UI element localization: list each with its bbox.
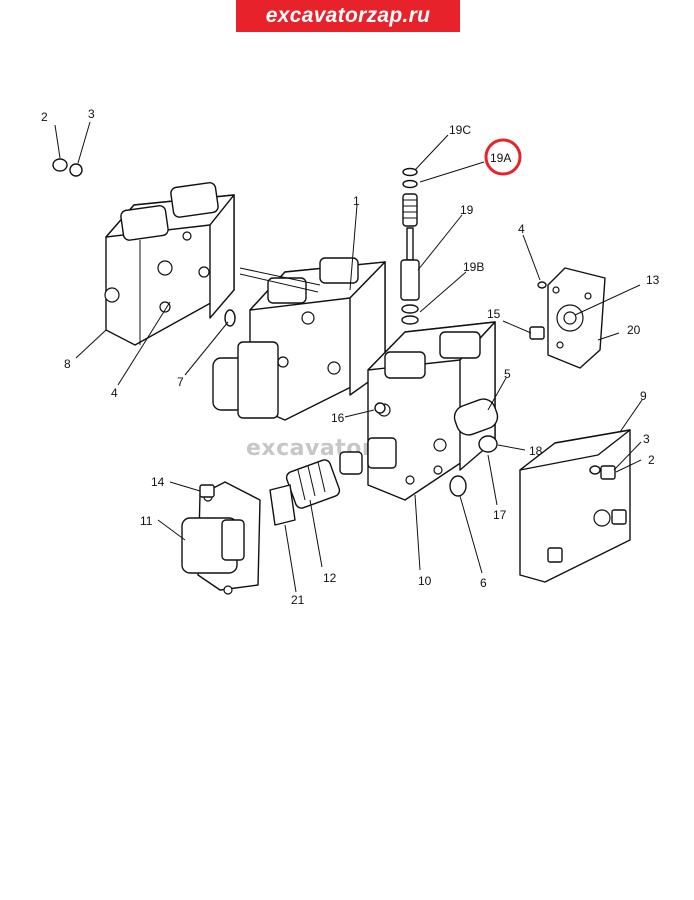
callout-13: 13 — [646, 273, 660, 287]
callout-17: 17 — [493, 508, 507, 522]
callout-10: 10 — [418, 574, 432, 588]
site-brand-banner[interactable]: excavatorzap.ru — [236, 0, 460, 32]
callout-16: 16 — [331, 411, 345, 425]
callout-3: 3 — [88, 107, 95, 121]
callout-labels: 2 3 19C 19A 1 19 4 19B 13 15 20 8 4 7 5 … — [41, 107, 660, 607]
callout-19a: 19A — [490, 151, 511, 165]
callout-3-right: 3 — [643, 432, 650, 446]
callout-11: 11 — [140, 514, 153, 528]
callout-19: 19 — [460, 203, 474, 217]
callout-2-right: 2 — [648, 453, 655, 467]
part-8-end-block — [104, 182, 235, 346]
callout-4: 4 — [518, 222, 525, 236]
callout-12: 12 — [323, 571, 337, 585]
callout-1: 1 — [353, 194, 360, 208]
callout-5: 5 — [504, 367, 511, 381]
callout-14: 14 — [151, 475, 165, 489]
callout-8: 8 — [64, 357, 71, 371]
part-12-spring — [269, 437, 397, 526]
part-19-relief-valve — [400, 167, 420, 325]
callout-6: 6 — [480, 576, 487, 590]
callout-7: 7 — [177, 375, 184, 389]
callout-15: 15 — [487, 307, 501, 321]
callout-18: 18 — [529, 444, 543, 458]
part-11-end-cover — [181, 481, 261, 595]
callout-19c: 19C — [449, 123, 471, 137]
callout-20: 20 — [627, 323, 641, 337]
callout-19b: 19B — [463, 260, 484, 274]
part-20-cover-plate — [529, 267, 606, 369]
callout-21: 21 — [291, 593, 305, 607]
part-10-valve-section — [367, 321, 496, 501]
part-9-end-plate — [519, 429, 631, 583]
callout-4-lower: 4 — [111, 386, 118, 400]
seal-rings — [52, 158, 499, 498]
part-1-valve-section — [212, 257, 386, 421]
callout-9: 9 — [640, 389, 647, 403]
callout-2: 2 — [41, 110, 48, 124]
leader-lines — [54, 121, 643, 593]
highlight-ring-19a — [484, 138, 522, 176]
